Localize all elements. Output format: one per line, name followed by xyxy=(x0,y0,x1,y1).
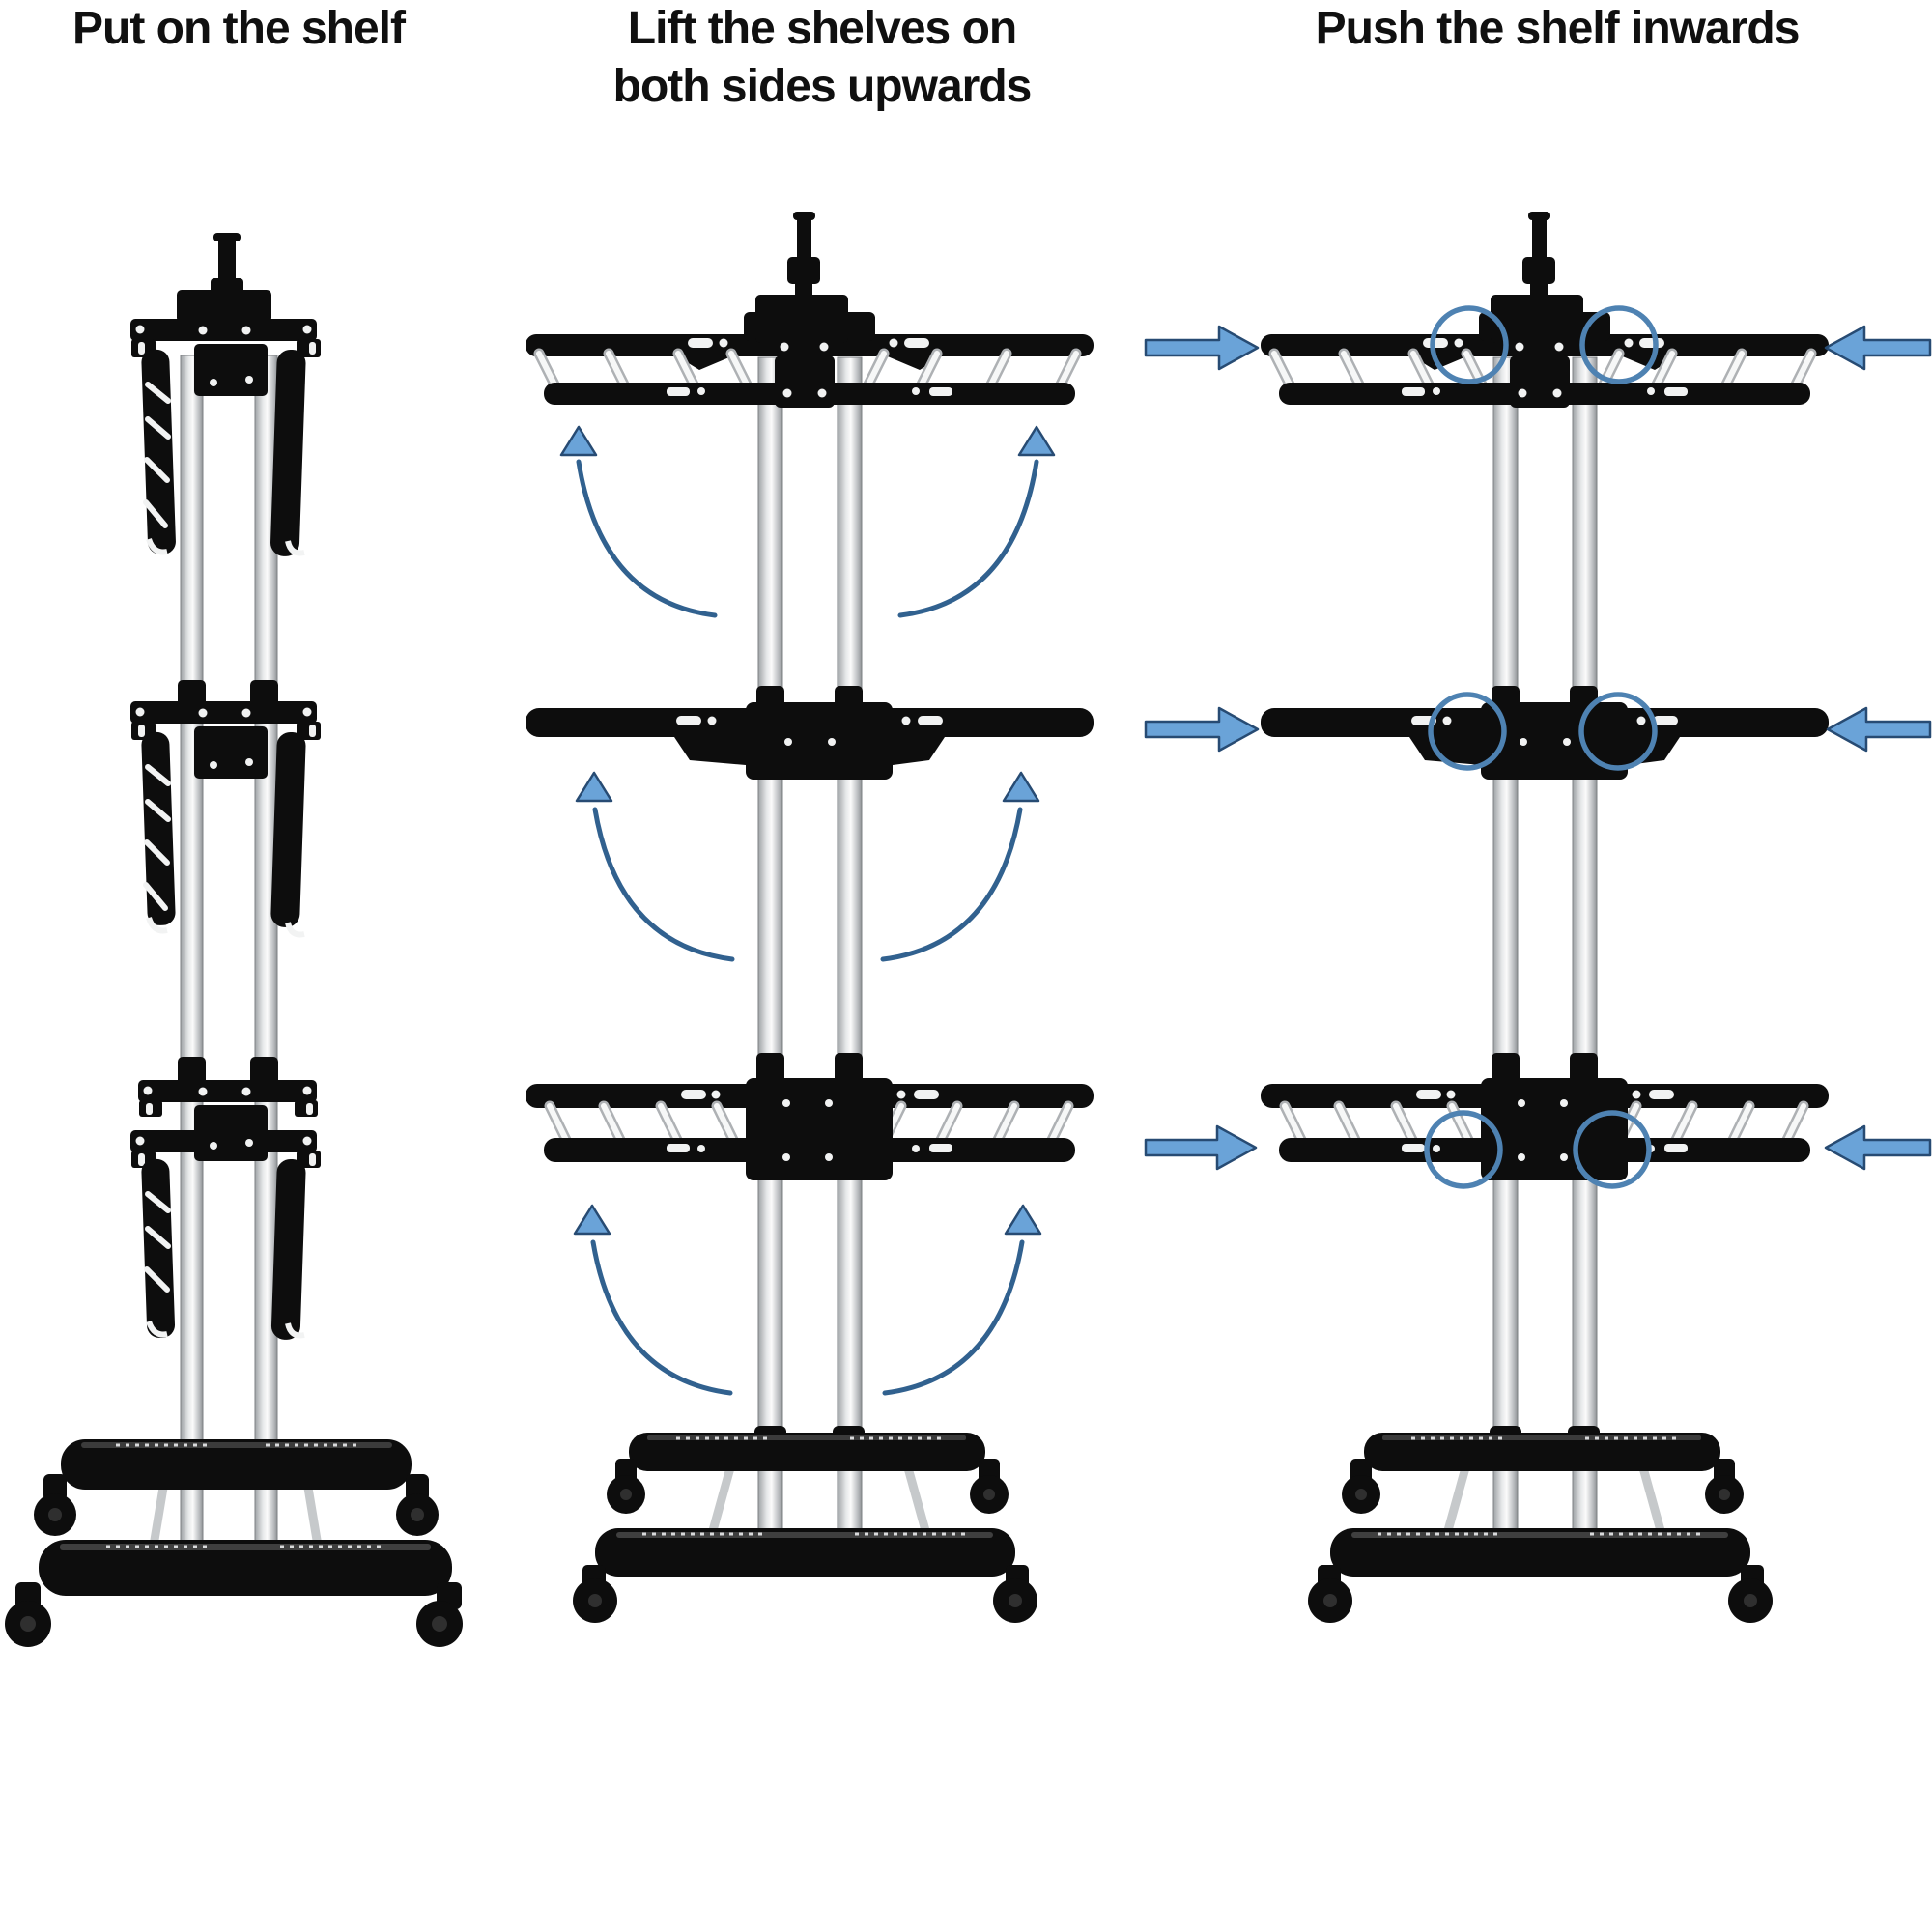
inward-arrow-icon xyxy=(1144,325,1260,371)
lift-annotations xyxy=(559,425,1056,1396)
pivot-highlight-circle xyxy=(1578,692,1658,771)
curved-up-arrow-icon xyxy=(897,459,1039,618)
tier3-folded-shelf xyxy=(130,1057,321,1340)
step3-caption: Push the shelf inwards xyxy=(1267,0,1847,58)
step2-caption-line1: Lift the shelves on xyxy=(627,3,1017,54)
tier3-open-shelf xyxy=(526,1053,1094,1180)
up-arrowhead-icon xyxy=(1017,425,1056,457)
top-post xyxy=(787,212,820,305)
curved-up-arrow-icon xyxy=(880,807,1023,962)
rack-step1-folded xyxy=(5,233,463,1647)
pivot-highlight-circle xyxy=(1428,692,1507,771)
up-arrowhead-icon xyxy=(573,1204,611,1236)
inward-arrow-icon xyxy=(1824,325,1932,371)
inward-arrow-icon xyxy=(1826,706,1932,753)
inward-arrow-icon xyxy=(1144,706,1260,753)
step2-caption: Lift the shelves on both sides upwards xyxy=(532,0,1112,116)
tier2-open-shelf xyxy=(526,686,1094,780)
up-arrowhead-icon xyxy=(1004,1204,1042,1236)
curved-up-arrow-icon xyxy=(882,1239,1025,1396)
up-arrowhead-icon xyxy=(559,425,598,457)
step1-caption-text: Put on the shelf xyxy=(72,3,406,54)
lock-annotations xyxy=(1144,305,1932,1189)
inward-arrow-icon xyxy=(1144,1124,1258,1171)
pivot-highlight-circle xyxy=(1573,1110,1652,1189)
rack-step2-open xyxy=(526,212,1094,1623)
step1-caption: Put on the shelf xyxy=(0,0,477,58)
pivot-highlight-circle xyxy=(1579,305,1659,384)
pivot-highlight-circle xyxy=(1430,305,1509,384)
inward-arrow-icon xyxy=(1824,1124,1932,1171)
up-arrowhead-icon xyxy=(575,771,613,803)
step3-caption-text: Push the shelf inwards xyxy=(1315,3,1801,54)
step2-caption-line2: both sides upwards xyxy=(612,61,1033,112)
curved-up-arrow-icon xyxy=(590,1239,733,1396)
curved-up-arrow-icon xyxy=(576,459,718,618)
tier2-folded-shelf xyxy=(130,680,321,938)
wheeled-base xyxy=(573,1426,1037,1623)
up-arrowhead-icon xyxy=(1002,771,1040,803)
pivot-highlight-circle xyxy=(1424,1110,1503,1189)
tier1-open-shelf xyxy=(526,295,1094,408)
vertical-poles xyxy=(757,356,863,1556)
wheeled-base xyxy=(5,1439,463,1647)
rack-step3-locked xyxy=(1261,212,1829,1623)
curved-up-arrow-icon xyxy=(592,807,735,962)
top-post xyxy=(177,233,271,323)
vertical-poles xyxy=(180,355,278,1556)
tier1-folded-shelf xyxy=(130,319,321,556)
